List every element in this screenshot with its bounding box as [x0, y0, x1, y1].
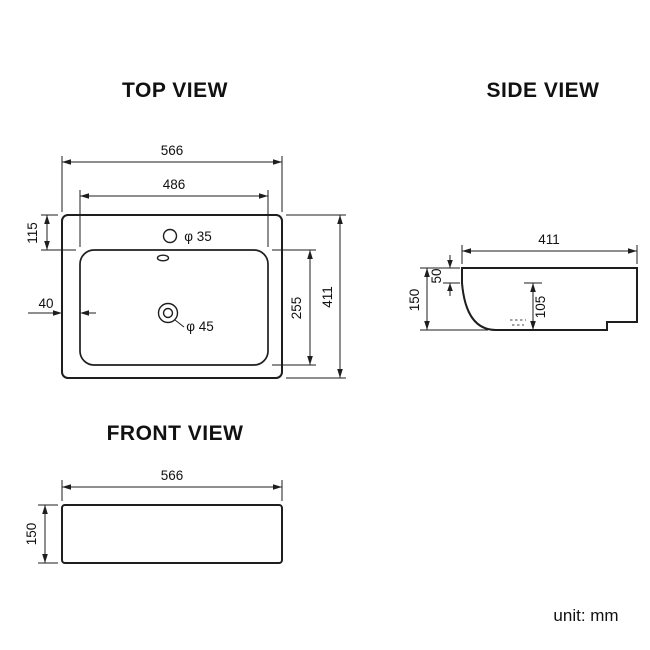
dim-label: 486	[163, 177, 186, 192]
arrow-down-icon	[424, 321, 430, 330]
front-view-title: FRONT VIEW	[107, 422, 244, 445]
arrow-down-icon	[44, 241, 50, 250]
dim-top-side-rim: 40	[28, 296, 96, 316]
arrow-up-icon	[530, 283, 536, 292]
arrow-left-icon	[62, 484, 71, 490]
basin-front-rect	[61, 504, 283, 564]
drain-leader-line	[174, 319, 185, 328]
arrow-down-icon	[42, 554, 48, 563]
arrow-up-icon	[447, 283, 453, 291]
dim-side-bowl-depth: 105	[524, 282, 548, 330]
dim-front-width: 566	[61, 468, 283, 501]
dim-label: 411	[538, 232, 560, 247]
front-view-outline	[61, 504, 283, 564]
dim-top-outer-depth: 411	[286, 214, 346, 379]
arrow-right-icon	[273, 484, 282, 490]
basin-side-profile	[461, 267, 638, 331]
top-view: TOP VIEW φ 45 φ 35 566	[25, 79, 346, 379]
arrow-right-icon	[628, 248, 637, 254]
arrow-left-icon	[80, 310, 89, 316]
dim-label: 566	[161, 143, 184, 158]
faucet-hole-label: φ 35	[184, 229, 212, 244]
side-view-title: SIDE VIEW	[486, 79, 599, 102]
dim-front-height: 150	[24, 504, 58, 564]
arrow-up-icon	[44, 215, 50, 224]
faucet-hole	[162, 228, 178, 244]
dim-top-inner-depth: 255	[272, 249, 316, 366]
top-view-title: TOP VIEW	[122, 79, 228, 102]
side-view-outline	[461, 267, 638, 331]
dim-top-outer-width: 566	[61, 143, 283, 212]
basin-outer-rect	[61, 214, 283, 379]
arrow-up-icon	[337, 215, 343, 224]
dim-label: 150	[24, 523, 39, 546]
arrow-right-icon	[53, 310, 62, 316]
dim-label: 50	[429, 268, 444, 283]
dim-side-depth: 411	[461, 232, 638, 264]
arrow-up-icon	[424, 268, 430, 277]
dim-label: 411	[320, 286, 335, 308]
arrow-right-icon	[273, 159, 282, 165]
dim-label: 115	[25, 222, 40, 244]
side-view: SIDE VIEW 411 50	[407, 79, 638, 331]
arrow-down-icon	[337, 369, 343, 378]
front-view: FRONT VIEW 566 150	[24, 422, 283, 564]
dim-label: 105	[533, 296, 548, 319]
basin-inner-rect	[79, 249, 269, 366]
arrow-left-icon	[462, 248, 471, 254]
arrow-down-icon	[530, 321, 536, 330]
unit-label: unit: mm	[553, 606, 618, 625]
drain-hole-outer	[157, 302, 179, 324]
arrow-down-icon	[307, 356, 313, 365]
drain-hole-label: φ 45	[186, 319, 214, 334]
dim-label: 150	[407, 289, 422, 312]
overflow-slot	[156, 254, 170, 262]
dim-label: 255	[289, 297, 304, 320]
arrow-right-icon	[259, 193, 268, 199]
arrow-down-icon	[447, 260, 453, 268]
top-view-outline: φ 45 φ 35	[61, 214, 283, 379]
arrow-left-icon	[80, 193, 89, 199]
dim-top-front-rim: 115	[25, 214, 76, 251]
arrow-left-icon	[62, 159, 71, 165]
dim-side-total-height: 150	[407, 268, 488, 331]
drain-hole-inner	[162, 307, 174, 319]
dim-label: 566	[161, 468, 184, 483]
dim-top-inner-width: 486	[79, 177, 269, 247]
arrow-up-icon	[42, 505, 48, 514]
dim-label: 40	[38, 296, 53, 311]
arrow-up-icon	[307, 250, 313, 259]
